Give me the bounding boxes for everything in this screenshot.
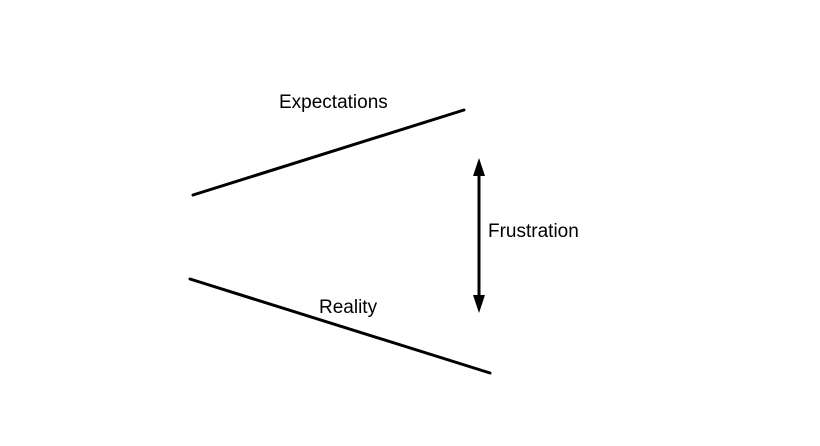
reality-line — [188, 277, 492, 375]
frustration-arrow-head-down — [473, 295, 485, 313]
reality-label: Reality — [319, 297, 378, 318]
frustration-arrow-head-up — [473, 158, 485, 176]
frustration-label: Frustration — [488, 221, 579, 242]
expectations-label: Expectations — [279, 92, 388, 113]
frustration-arrow — [473, 158, 485, 313]
expectations-line — [191, 108, 466, 197]
